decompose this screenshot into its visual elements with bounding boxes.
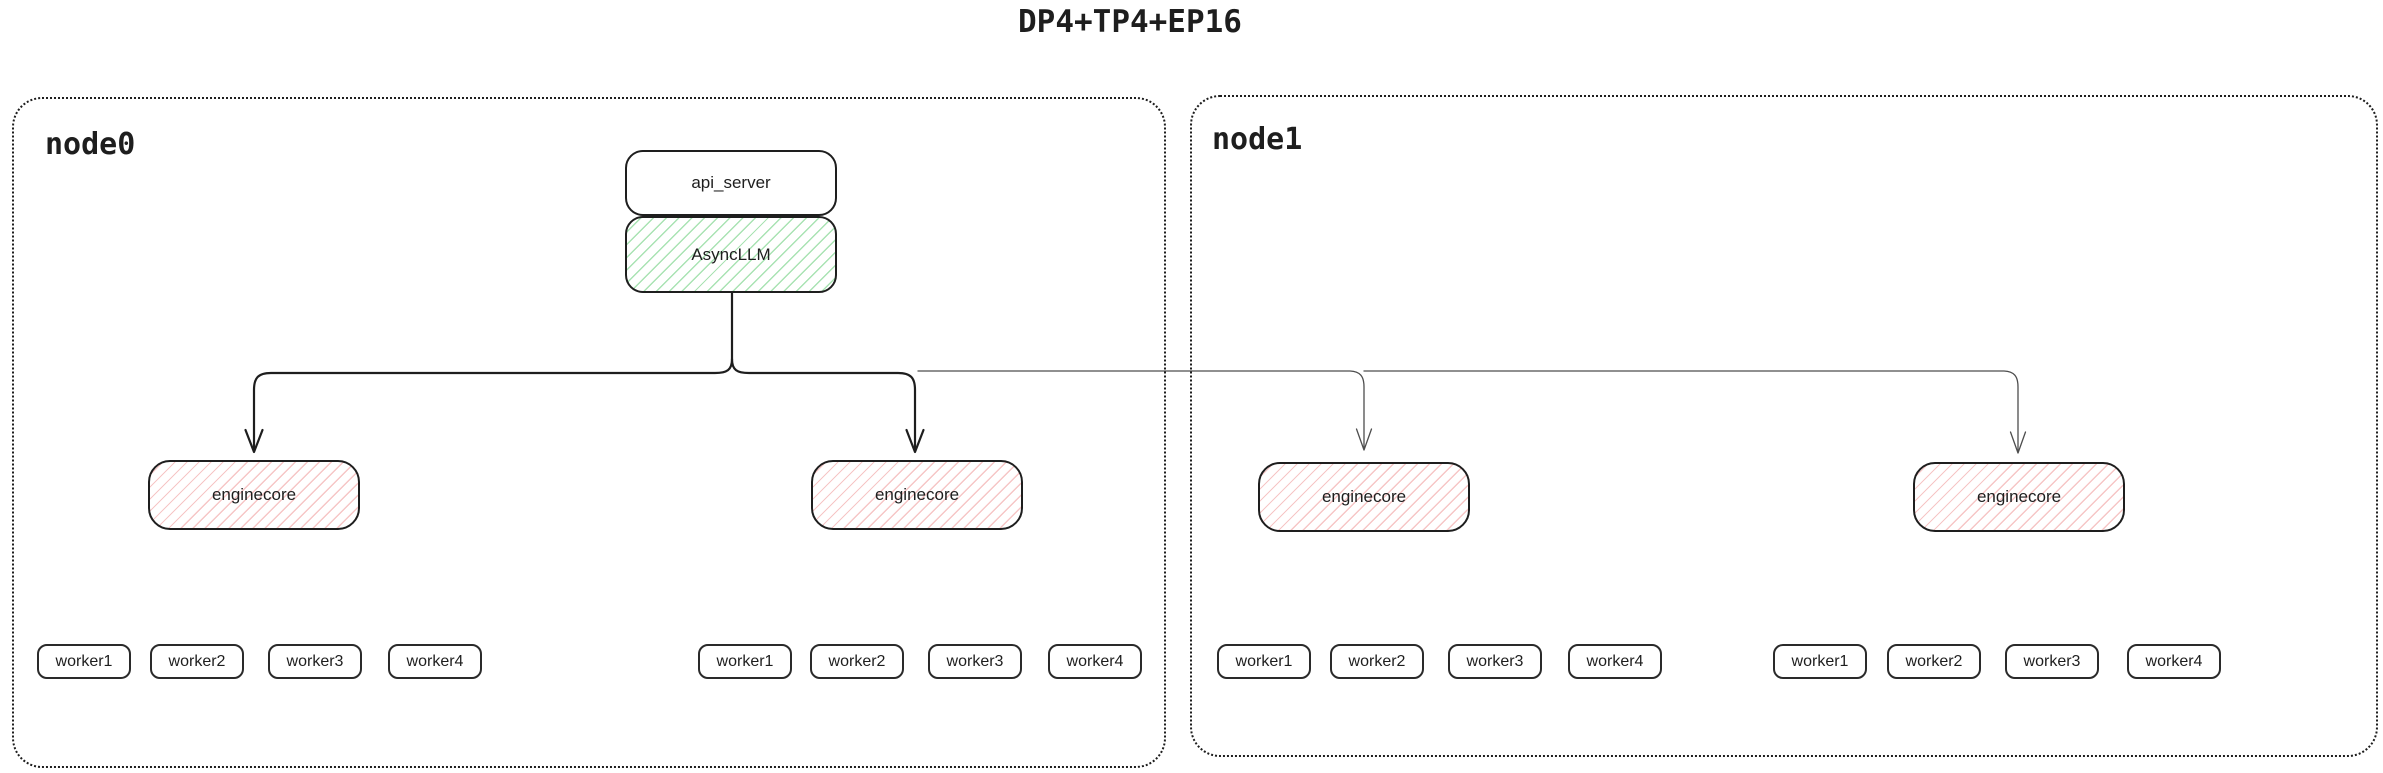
worker-box: worker4	[1568, 644, 1662, 679]
worker-box: worker3	[2005, 644, 2099, 679]
worker-box: worker1	[698, 644, 792, 679]
worker-box: worker3	[928, 644, 1022, 679]
worker-box: worker2	[150, 644, 244, 679]
enginecore-box-node1-2: enginecore	[1913, 462, 2125, 532]
asyncllm-box: AsyncLLM	[625, 216, 837, 293]
enginecore-box-node0-1: enginecore	[148, 460, 360, 530]
worker-box: worker2	[1887, 644, 1981, 679]
worker-box: worker2	[810, 644, 904, 679]
enginecore-box-node0-2: enginecore	[811, 460, 1023, 530]
worker-box: worker3	[1448, 644, 1542, 679]
api-server-box: api_server	[625, 150, 837, 216]
worker-box: worker1	[1217, 644, 1311, 679]
worker-box: worker1	[37, 644, 131, 679]
worker-box: worker2	[1330, 644, 1424, 679]
worker-box: worker4	[2127, 644, 2221, 679]
worker-box: worker3	[268, 644, 362, 679]
worker-box: worker4	[1048, 644, 1142, 679]
group-node0-label: node0	[45, 127, 136, 162]
group-node1-label: node1	[1212, 122, 1303, 157]
enginecore-box-node1-1: enginecore	[1258, 462, 1470, 532]
diagram-title: DP4+TP4+EP16	[1018, 4, 1242, 40]
worker-box: worker1	[1773, 644, 1867, 679]
worker-box: worker4	[388, 644, 482, 679]
